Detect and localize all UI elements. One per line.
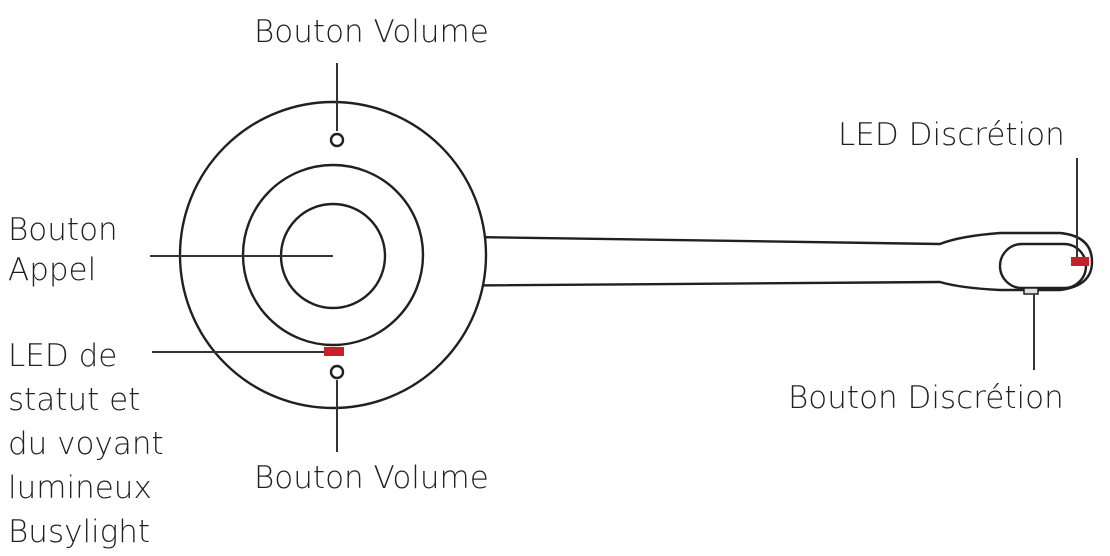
label-volume-top: Bouton Volume (254, 14, 489, 50)
label-status-led-line-3: du voyant (8, 426, 164, 462)
label-call-button-line-1: Bouton (8, 212, 118, 248)
volume-up-button (329, 132, 345, 148)
label-status-led-line-1: LED de (8, 338, 118, 374)
label-status-led-line-2: statut et (8, 382, 141, 418)
label-status-led-line-5: Busylight (8, 514, 151, 550)
mute-led (1071, 257, 1089, 266)
label-volume-bottom: Bouton Volume (254, 460, 489, 496)
microphone-boom (403, 231, 1094, 292)
label-mute-led: LED Discrétion (838, 117, 1065, 153)
volume-down-button (329, 364, 345, 380)
status-led (324, 347, 344, 356)
label-mute-button: Bouton Discrétion (788, 380, 1064, 416)
mute-button (1023, 287, 1039, 295)
label-call-button: Bouton Appel (8, 210, 118, 290)
label-status-led: LED de statut et du voyant lumineux Busy… (8, 334, 164, 554)
label-status-led-line-4: lumineux (8, 470, 152, 506)
label-call-button-line-2: Appel (8, 252, 97, 288)
